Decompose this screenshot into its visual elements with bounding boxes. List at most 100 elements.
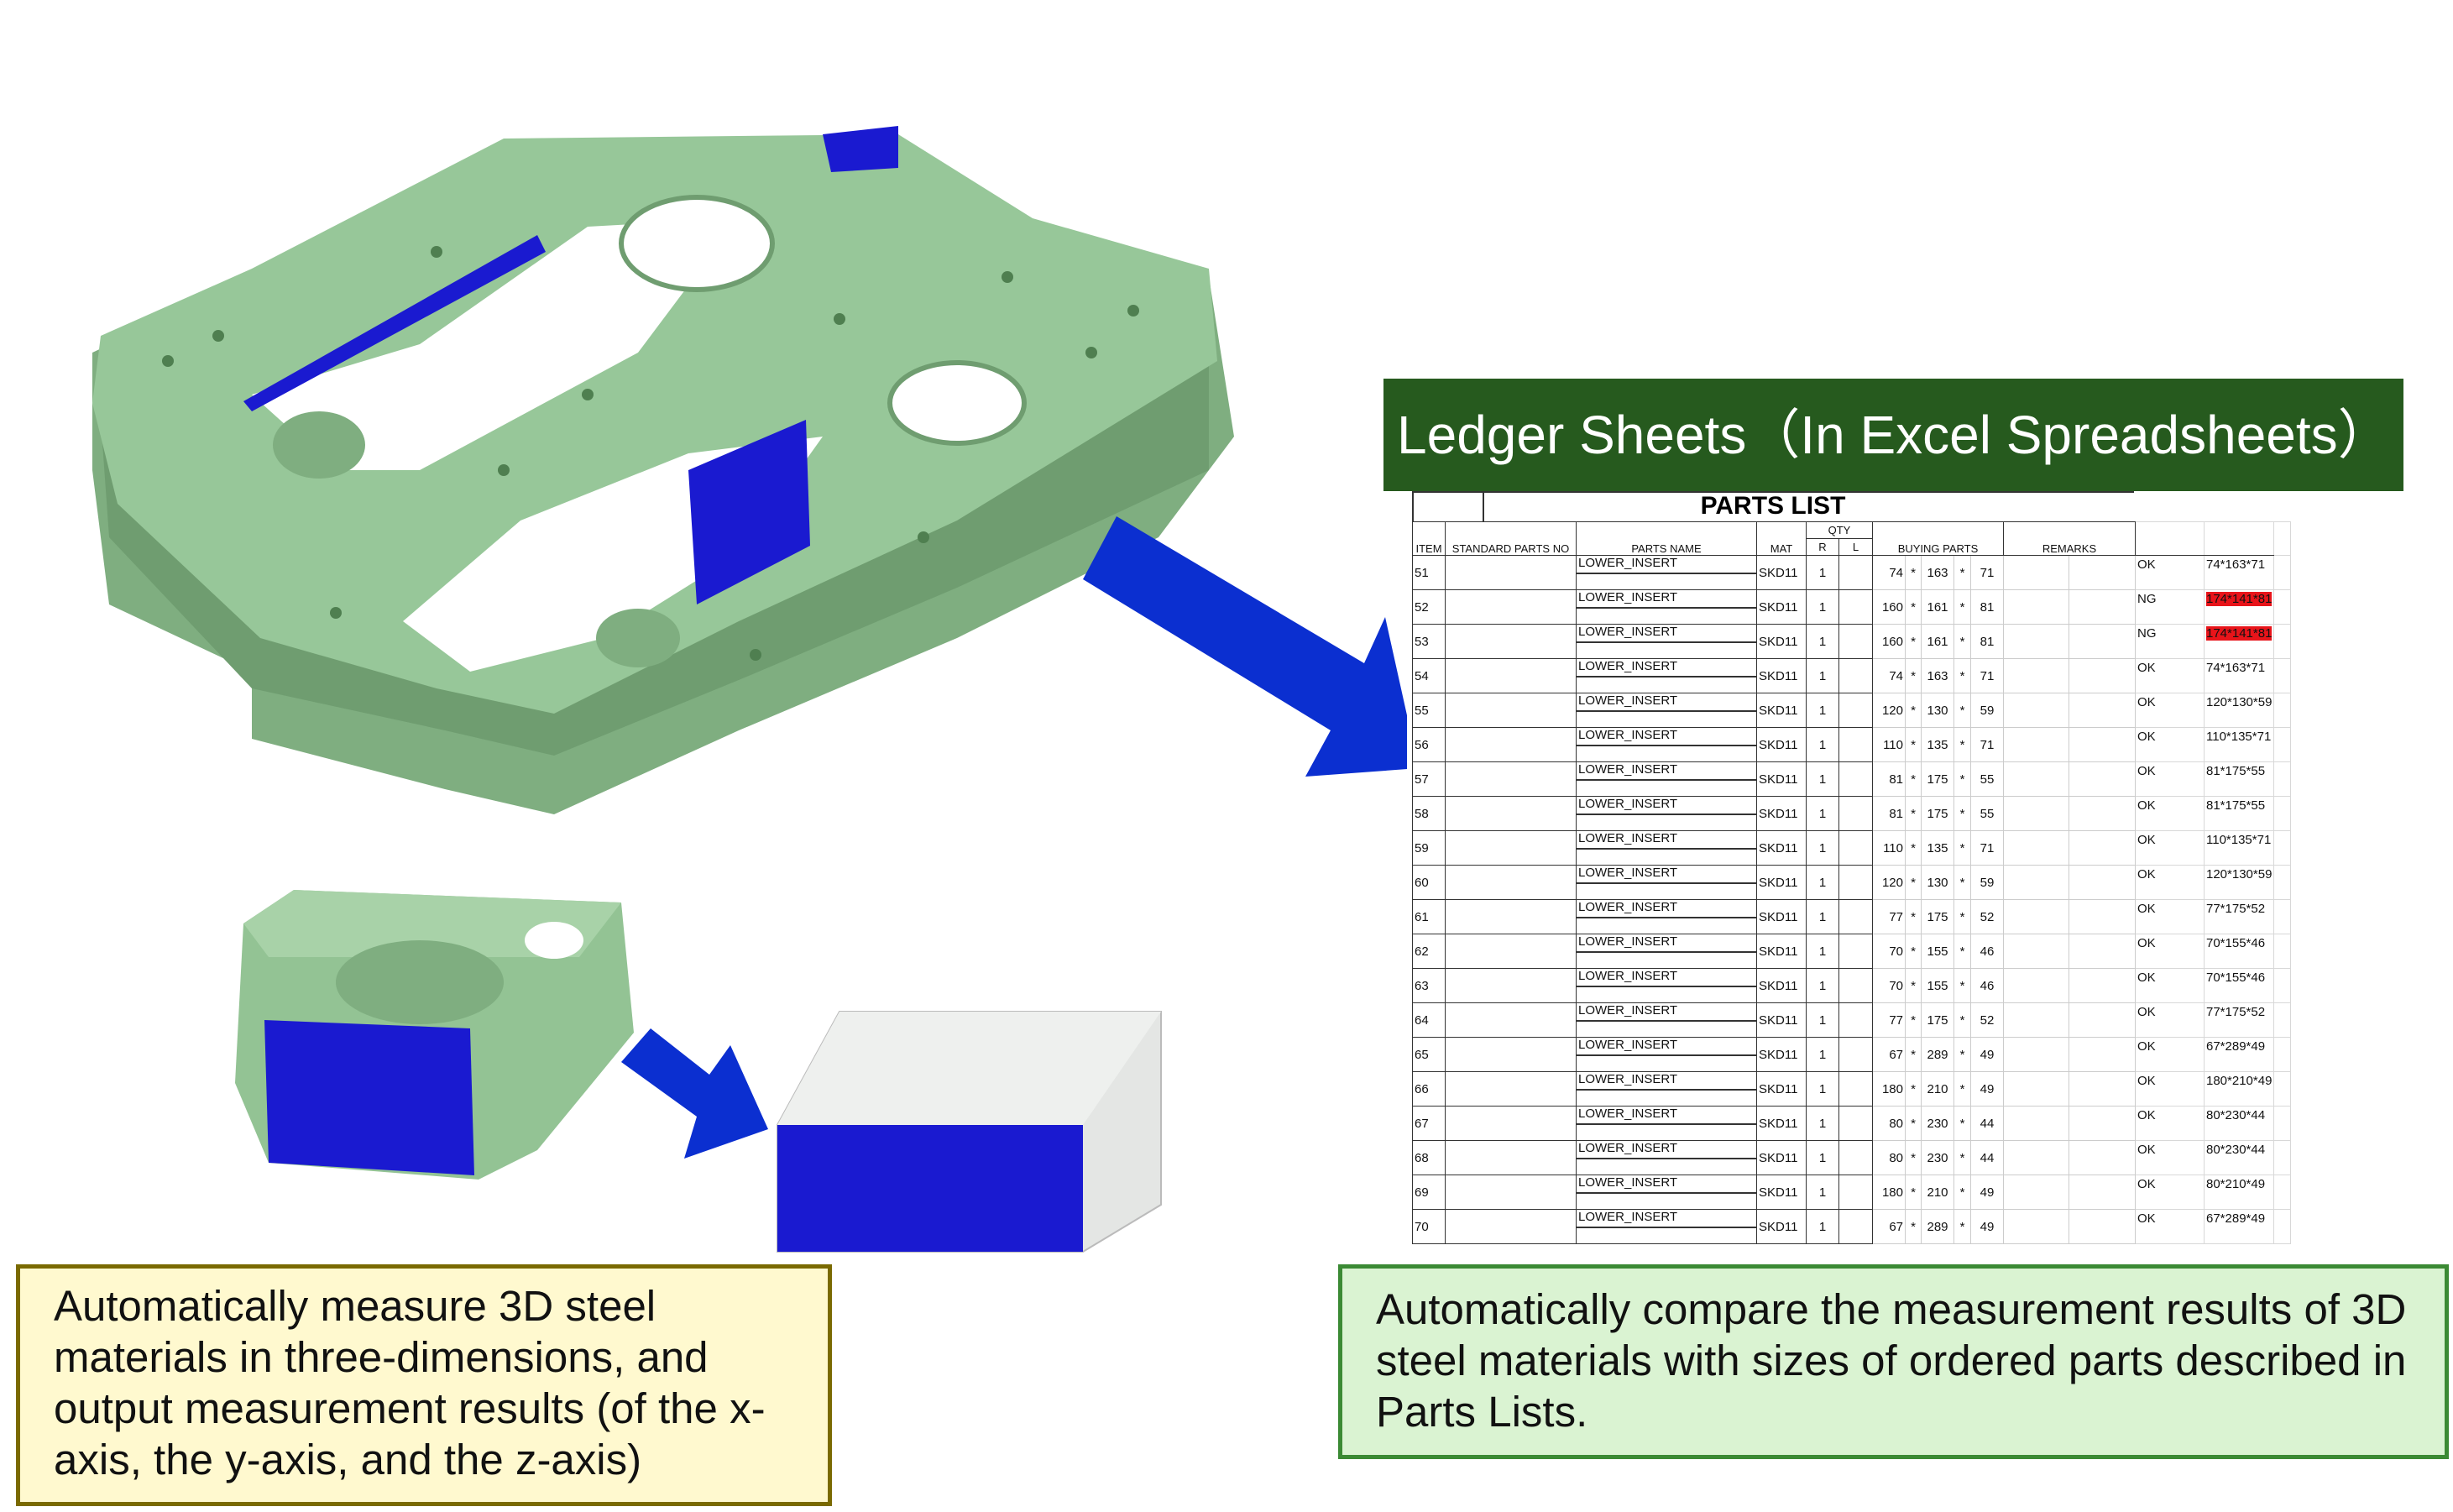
- remarks-cell: [2003, 727, 2069, 762]
- dim-z-cell: 49: [1970, 1037, 2004, 1072]
- standard-parts-no-cell: [1445, 830, 1577, 866]
- measured-size-cell-text: 110*135*71: [2206, 833, 2272, 847]
- remarks-cell-2: [2069, 865, 2136, 900]
- times-cell: *: [1954, 830, 1971, 866]
- measured-size-cell-text: 70*155*46: [2206, 971, 2266, 985]
- extra-cell: [2273, 1209, 2292, 1244]
- times-cell: *: [1905, 761, 1922, 797]
- measured-size-cell: 74*163*71: [2203, 555, 2275, 590]
- measured-size-cell-text: 120*130*59: [2206, 695, 2273, 709]
- header-qty-l: L: [1838, 538, 1873, 556]
- result-cell: OK: [2135, 761, 2205, 797]
- measured-size-cell-text: 74*163*71: [2206, 661, 2266, 675]
- qty-r-cell: 1: [1806, 658, 1839, 693]
- measured-size-cell-text: 77*175*52: [2206, 902, 2266, 916]
- mat-cell: SKD11: [1756, 1002, 1807, 1038]
- measured-size-cell: 120*130*59: [2203, 865, 2275, 900]
- dim-y-cell: 155: [1921, 934, 1954, 969]
- remarks-cell-2: [2069, 1209, 2136, 1244]
- parts-name-cell-text: LOWER_INSERT: [1577, 763, 1756, 781]
- dim-x-cell: 77: [1872, 1002, 1906, 1038]
- measured-size-cell: 80*210*49: [2203, 1175, 2275, 1210]
- item-cell: 63: [1412, 968, 1446, 1003]
- qty-l-cell: [1838, 1106, 1873, 1141]
- times-cell: *: [1954, 624, 1971, 659]
- arrow-to-ledger-icon: [1083, 516, 1419, 777]
- dim-x-cell: 160: [1872, 624, 1906, 659]
- dim-y-cell: 135: [1921, 727, 1954, 762]
- dim-y-cell: 135: [1921, 830, 1954, 866]
- title-box: [1412, 491, 2134, 521]
- remarks-cell-2: [2069, 693, 2136, 728]
- remarks-cell-2: [2069, 1071, 2136, 1107]
- parts-name-cell: LOWER_INSERT: [1576, 693, 1757, 728]
- dim-y-cell: 175: [1921, 899, 1954, 934]
- qty-l-cell: [1838, 1175, 1873, 1210]
- result-cell: OK: [2135, 1071, 2205, 1107]
- measured-size-cell-text: 80*210*49: [2206, 1177, 2266, 1191]
- measured-size-cell: 180*210*49: [2203, 1071, 2275, 1107]
- dim-z-cell: 44: [1970, 1140, 2004, 1175]
- dim-x-cell: 80: [1872, 1106, 1906, 1141]
- dim-x-cell: 180: [1872, 1071, 1906, 1107]
- dim-z-cell: 71: [1970, 727, 2004, 762]
- standard-parts-no-cell: [1445, 899, 1577, 934]
- dim-x-cell: 67: [1872, 1209, 1906, 1244]
- result-cell: OK: [2135, 968, 2205, 1003]
- times-cell: *: [1954, 1002, 1971, 1038]
- times-cell: *: [1905, 624, 1922, 659]
- mat-cell: SKD11: [1756, 555, 1807, 590]
- qty-l-cell: [1838, 899, 1873, 934]
- dim-z-cell: 46: [1970, 968, 2004, 1003]
- dim-x-cell: 180: [1872, 1175, 1906, 1210]
- header-remarks: REMARKS: [2003, 521, 2136, 556]
- dim-y-cell: 130: [1921, 865, 1954, 900]
- times-cell: *: [1954, 934, 1971, 969]
- item-cell: 51: [1412, 555, 1446, 590]
- standard-parts-no-cell: [1445, 693, 1577, 728]
- qty-l-cell: [1838, 1140, 1873, 1175]
- dim-z-cell: 44: [1970, 1106, 2004, 1141]
- extra-cell: [2273, 693, 2292, 728]
- mat-cell: SKD11: [1756, 1106, 1807, 1141]
- parts-name-cell: LOWER_INSERT: [1576, 830, 1757, 866]
- times-cell: *: [1954, 1140, 1971, 1175]
- parts-name-cell-text: LOWER_INSERT: [1577, 1211, 1756, 1228]
- extra-cell: [2273, 761, 2292, 797]
- qty-l-cell: [1838, 830, 1873, 866]
- mat-cell: SKD11: [1756, 968, 1807, 1003]
- item-cell: 70: [1412, 1209, 1446, 1244]
- dim-y-cell: 155: [1921, 968, 1954, 1003]
- standard-parts-no-cell: [1445, 1071, 1577, 1107]
- dim-x-cell: 80: [1872, 1140, 1906, 1175]
- dim-z-cell: 49: [1970, 1071, 2004, 1107]
- item-cell: 58: [1412, 796, 1446, 831]
- result-cell: OK: [2135, 1106, 2205, 1141]
- header-parts-name: PARTS NAME: [1576, 521, 1757, 556]
- measured-size-cell-text: 77*175*52: [2206, 1005, 2266, 1019]
- parts-name-cell-text: LOWER_INSERT: [1577, 866, 1756, 884]
- qty-l-cell: [1838, 865, 1873, 900]
- parts-name-cell-text: LOWER_INSERT: [1577, 1142, 1756, 1159]
- standard-parts-no-cell: [1445, 1106, 1577, 1141]
- result-cell: OK: [2135, 865, 2205, 900]
- remarks-cell-2: [2069, 1175, 2136, 1210]
- remarks-cell: [2003, 658, 2069, 693]
- parts-name-cell: LOWER_INSERT: [1576, 658, 1757, 693]
- extra-cell: [2273, 1106, 2292, 1141]
- remarks-cell: [2003, 796, 2069, 831]
- result-cell: OK: [2135, 1175, 2205, 1210]
- parts-name-cell-text: LOWER_INSERT: [1577, 1004, 1756, 1022]
- qty-r-cell: 1: [1806, 968, 1839, 1003]
- remarks-cell-2: [2069, 796, 2136, 831]
- dim-z-cell: 49: [1970, 1175, 2004, 1210]
- dim-y-cell: 210: [1921, 1175, 1954, 1210]
- times-cell: *: [1954, 1175, 1971, 1210]
- qty-r-cell: 1: [1806, 830, 1839, 866]
- qty-r-cell: 1: [1806, 1106, 1839, 1141]
- standard-parts-no-cell: [1445, 1002, 1577, 1038]
- parts-name-cell-text: LOWER_INSERT: [1577, 798, 1756, 815]
- standard-parts-no-cell: [1445, 1140, 1577, 1175]
